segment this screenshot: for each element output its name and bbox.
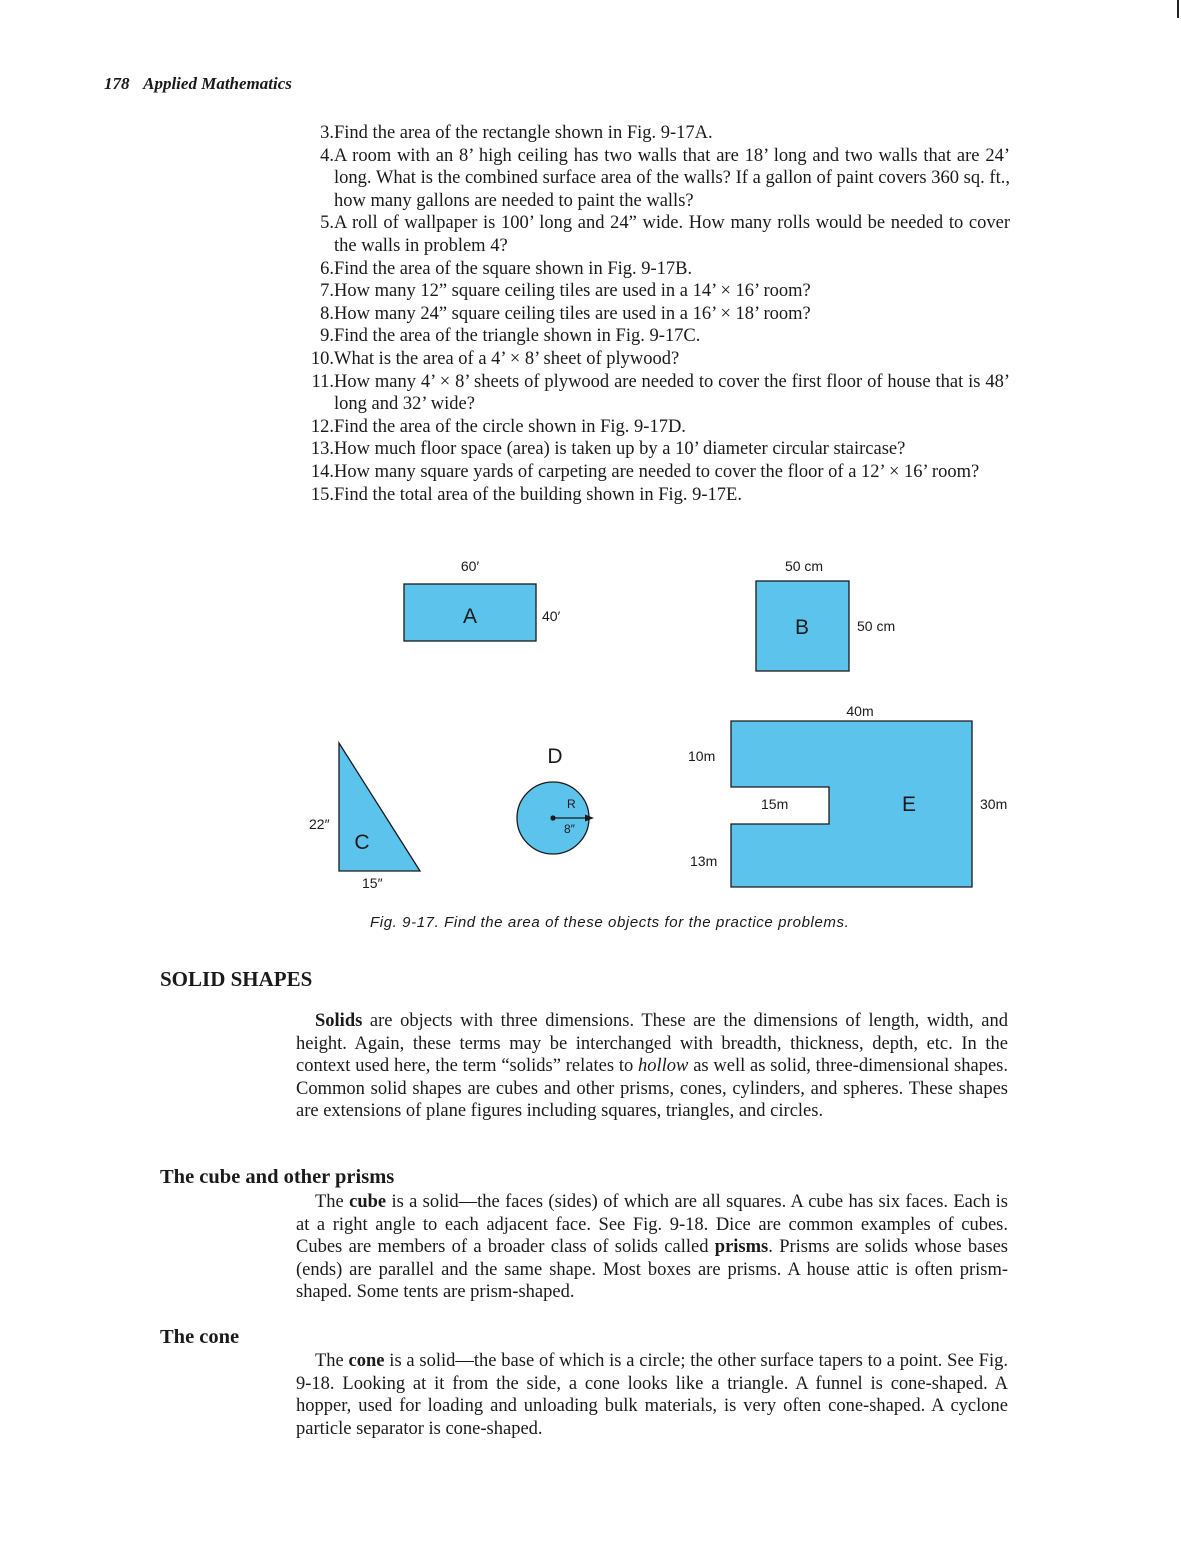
solids-text-1: are objects with three dimensions. These… [296, 1011, 1008, 1077]
problem-number: 14. [310, 461, 334, 482]
rectangle-a-letter: A [463, 605, 477, 628]
triangle-c-height-label: 22″ [309, 816, 330, 832]
cube-paragraph: The cube is a solid—the faces (sides) of… [296, 1191, 1008, 1304]
problem-text: How many 4’ × 8’ sheets of plywood are n… [334, 371, 1010, 415]
square-b [755, 580, 850, 672]
problem-item: 12.Find the area of the circle shown in … [298, 416, 1010, 439]
problem-text: Find the area of the triangle shown in F… [334, 326, 701, 347]
problem-item: 10.What is the area of a 4’ × 8’ sheet o… [298, 348, 1010, 371]
circle-d-radius-label: 8″ [564, 822, 576, 836]
problem-number: 8. [320, 303, 334, 324]
page-number: 178 [104, 74, 130, 93]
problem-number: 15. [310, 484, 334, 505]
problem-text: How many square yards of carpeting are n… [334, 461, 980, 482]
problem-text: How much floor space (area) is taken up … [334, 439, 906, 460]
building-e-top-label: 10m [688, 748, 715, 764]
circle-d-radius-letter: R [567, 797, 576, 811]
circle-d-letter: D [547, 745, 562, 768]
cone-paragraph: The cone is a solid—the base of which is… [296, 1350, 1008, 1440]
problem-item: 6.Find the area of the square shown in F… [298, 258, 1010, 281]
building-e-letter: E [902, 793, 916, 816]
building-e-notch-label: 15m [761, 796, 788, 812]
cube-text-0: The [315, 1192, 350, 1212]
subheading-cube-prisms: The cube and other prisms [160, 1166, 395, 1188]
problem-number: 7. [320, 281, 334, 302]
problem-number: 11. [311, 371, 334, 392]
triangle-c-letter: C [354, 831, 369, 854]
term-hollow: hollow [638, 1056, 689, 1077]
problem-item: 15.Find the total area of the building s… [298, 484, 1010, 507]
term-cube: cube [349, 1192, 387, 1212]
problem-item: 3.Find the area of the rectangle shown i… [298, 122, 1010, 145]
cone-text-0: The [315, 1351, 349, 1371]
triangle-c [338, 740, 422, 872]
problem-number: 3. [320, 123, 334, 143]
solids-text-2: as well as solid, three-dimensional shap… [296, 1056, 1008, 1122]
square-b-width-label: 50 cm [785, 558, 823, 574]
figure-9-17: 60′ A 40′ 50 cm B 50 cm C 22″ 15″ D R 8″… [309, 558, 1007, 891]
subheading-cone: The cone [160, 1326, 240, 1348]
problem-item: 13.How much floor space (area) is taken … [298, 438, 1010, 461]
problem-text: How many 12” square ceiling tiles are us… [334, 281, 811, 302]
building-e-height-label: 30m [980, 796, 1007, 812]
problem-number: 13. [310, 439, 334, 460]
rectangle-a-width-label: 60′ [461, 558, 480, 574]
solids-paragraph: Solids are objects with three dimensions… [296, 1010, 1008, 1123]
square-b-height-label: 50 cm [857, 618, 895, 634]
circle-d-radius-arrowhead [585, 814, 594, 822]
term-prisms: prisms [714, 1237, 769, 1258]
problem-item: 4.A room with an 8’ high ceiling has two… [298, 145, 1010, 213]
problem-text: Find the area of the circle shown in Fig… [334, 416, 686, 437]
building-e [730, 720, 973, 888]
problem-number: 5. [320, 213, 334, 234]
problem-number: 9. [320, 326, 334, 347]
rectangle-a-height-label: 40′ [542, 608, 561, 624]
term-cone: cone [348, 1351, 385, 1371]
problem-item: 14.How many square yards of carpeting ar… [298, 461, 1010, 484]
problem-text: Find the area of the rectangle shown in … [334, 123, 713, 143]
building-e-bottom-label: 13m [690, 853, 717, 869]
practice-problems-list: 3.Find the area of the rectangle shown i… [298, 122, 1010, 506]
triangle-c-base-label: 15″ [362, 875, 383, 891]
problem-text: A room with an 8’ high ceiling has two w… [334, 145, 1010, 211]
section-heading-solid-shapes: SOLID SHAPES [160, 967, 313, 991]
cube-text-2: . Prisms are solids whose bases (ends) a… [296, 1237, 1008, 1303]
cone-text-1: is a solid—the base of which is a circle… [296, 1351, 1008, 1439]
problem-number: 10. [310, 348, 334, 369]
problem-text: Find the area of the square shown in Fig… [334, 258, 693, 279]
problem-number: 6. [320, 258, 334, 279]
term-solids: Solids [315, 1011, 363, 1031]
problem-number: 12. [310, 416, 334, 437]
building-e-width-label: 40m [846, 703, 873, 719]
square-b-letter: B [795, 616, 809, 639]
running-title: Applied Mathematics [143, 74, 292, 93]
page-edge-mark [1177, 0, 1179, 18]
problem-item: 5.A roll of wallpaper is 100’ long and 2… [298, 212, 1010, 257]
problem-item: 7.How many 12” square ceiling tiles are … [298, 280, 1010, 303]
problem-text: What is the area of a 4’ × 8’ sheet of p… [334, 348, 680, 369]
problem-number: 4. [320, 145, 334, 166]
problem-text: How many 24” square ceiling tiles are us… [334, 303, 811, 324]
cube-text-1: is a solid—the faces (sides) of which ar… [296, 1192, 1009, 1258]
rectangle-a [403, 583, 537, 642]
problem-text: A roll of wallpaper is 100’ long and 24”… [334, 213, 1010, 256]
problem-item: 11.How many 4’ × 8’ sheets of plywood ar… [298, 371, 1010, 416]
running-header: 178 Applied Mathematics [104, 74, 292, 94]
problem-item: 8.How many 24” square ceiling tiles are … [298, 303, 1010, 326]
figure-caption: Fig. 9-17. Find the area of these object… [370, 914, 850, 931]
problem-item: 9.Find the area of the triangle shown in… [298, 325, 1010, 348]
problem-text: Find the total area of the building show… [334, 484, 742, 505]
